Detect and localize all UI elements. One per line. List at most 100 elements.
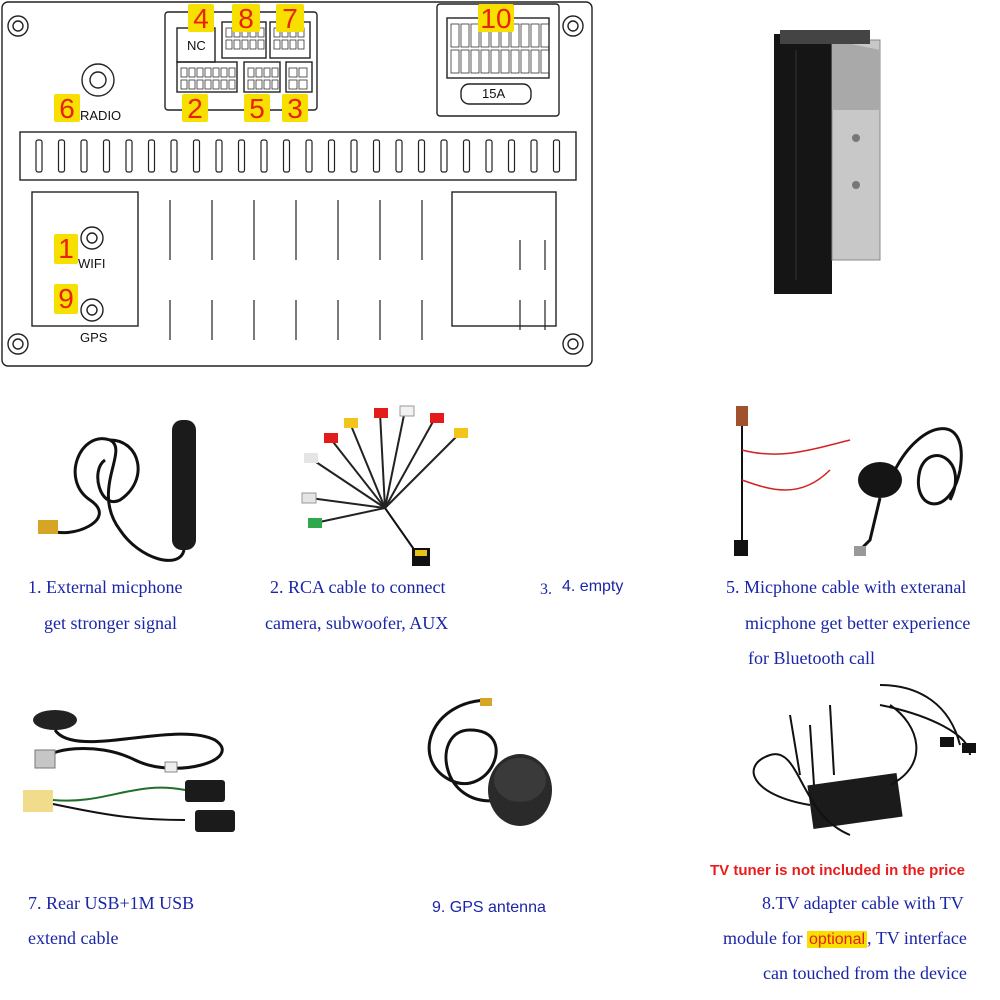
caption-7-line1: 7. Rear USB+1M USB xyxy=(28,893,195,913)
connector-pin xyxy=(540,49,550,74)
connector-pin xyxy=(249,39,257,50)
vent-slot xyxy=(237,139,246,173)
caption-3-4-empty: 4. empty xyxy=(562,578,624,595)
connector-pin xyxy=(520,49,530,74)
wifi-antenna-photo xyxy=(38,420,196,562)
vent-slot xyxy=(215,139,223,173)
vent-slot xyxy=(530,139,538,173)
vent-slot xyxy=(485,139,493,173)
connector-pin xyxy=(220,67,228,78)
connector-pin xyxy=(204,79,212,90)
microphone-cable-photo xyxy=(734,406,963,556)
connector-pin xyxy=(520,23,530,48)
connector-pin xyxy=(212,67,220,78)
vent-slot xyxy=(305,139,313,173)
caption-2-line2: camera, subwoofer, AUX xyxy=(265,613,449,633)
connector-pin xyxy=(470,49,480,74)
vent-slot xyxy=(327,139,336,173)
connector-pin xyxy=(263,67,271,78)
caption-8-line3: can touched from the device xyxy=(763,963,967,983)
connector-pin xyxy=(257,39,265,50)
connector-pin xyxy=(188,79,196,90)
connector-pin xyxy=(288,79,298,90)
connector-pin xyxy=(180,79,188,90)
connector-pin xyxy=(460,49,470,74)
connector-pin xyxy=(281,39,289,50)
connector-pin xyxy=(233,39,241,50)
caption-1-line1: 1. External micphone xyxy=(28,577,183,597)
connector-pin xyxy=(180,67,188,78)
connector-pin xyxy=(530,23,540,48)
connector-pin xyxy=(460,23,470,48)
connector-pin xyxy=(241,39,249,50)
vent-slot xyxy=(417,139,426,173)
badge-10: 10 xyxy=(478,4,514,34)
badge-8: 8 xyxy=(232,4,260,34)
vent-slot xyxy=(395,139,403,173)
vent-slot xyxy=(57,139,66,173)
connector-pin xyxy=(257,27,265,38)
vent-slot xyxy=(440,139,448,173)
wifi-label: WIFI xyxy=(78,256,106,271)
connector-pin xyxy=(510,23,520,48)
badge-2: 2 xyxy=(182,94,208,124)
badge-3: 3 xyxy=(282,94,308,124)
vent-slot xyxy=(350,139,358,173)
vent-slot xyxy=(372,139,381,173)
vent-slot xyxy=(260,139,268,173)
vent-slot xyxy=(125,139,133,173)
connector-pin xyxy=(470,23,480,48)
badge-6: 6 xyxy=(54,94,80,124)
connector-pin xyxy=(255,67,263,78)
connector-pin xyxy=(271,67,279,78)
caption-8-line2-a: module for xyxy=(723,928,807,948)
caption-8-line1: 8.TV adapter cable with TV xyxy=(762,893,964,913)
vent-slot xyxy=(80,139,88,173)
connector-pin xyxy=(228,67,236,78)
caption-5-line2: micphone get better experience xyxy=(745,613,971,633)
connector-pin xyxy=(490,49,500,74)
connector-pin xyxy=(530,49,540,74)
badge-5: 5 xyxy=(244,94,270,124)
caption-5-line3: for Bluetooth call xyxy=(748,648,875,668)
connector-pin xyxy=(273,39,281,50)
connector-pin xyxy=(288,67,298,78)
vent-slot xyxy=(170,139,178,173)
connector-pin xyxy=(204,67,212,78)
caption-7-line2: extend cable xyxy=(28,928,119,948)
gps-label: GPS xyxy=(80,330,108,345)
connector-pin xyxy=(196,67,204,78)
caption-8-line2: module for optional, TV interface xyxy=(723,921,967,957)
badge-9: 9 xyxy=(54,284,78,314)
vent-slot xyxy=(552,139,561,173)
vent-slot xyxy=(507,139,516,173)
connector-pin xyxy=(298,67,308,78)
head-unit-side-view xyxy=(774,30,881,294)
usb-cable-photo xyxy=(23,710,235,832)
connector-pin xyxy=(212,79,220,90)
tv-tuner-note: TV tuner is not included in the price xyxy=(710,862,966,879)
connector-pin xyxy=(510,49,520,74)
badge-1: 1 xyxy=(54,234,78,264)
vent-slot xyxy=(35,139,43,173)
rca-cable-photo xyxy=(301,405,468,566)
connector-pin xyxy=(500,49,510,74)
tv-adapter-photo xyxy=(752,684,976,836)
caption-9: 9. GPS antenna xyxy=(432,899,546,916)
caption-5-line1: 5. Micphone cable with exteranal xyxy=(726,577,967,597)
vent-slot xyxy=(462,139,471,173)
connector-pin xyxy=(220,79,228,90)
connector-pin xyxy=(228,79,236,90)
connector-pin xyxy=(480,49,490,74)
connector-pin xyxy=(225,27,233,38)
optional-highlight: optional xyxy=(806,931,868,948)
badge-4: 4 xyxy=(188,4,214,34)
vent-slot xyxy=(282,139,291,173)
connector-pin xyxy=(196,79,204,90)
connector-pin xyxy=(271,79,279,90)
connector-pin xyxy=(540,23,550,48)
caption-2-line1: 2. RCA cable to connect xyxy=(270,577,446,597)
connector-pin xyxy=(188,67,196,78)
gps-antenna-photo xyxy=(427,698,552,826)
connector-pin xyxy=(263,79,271,90)
